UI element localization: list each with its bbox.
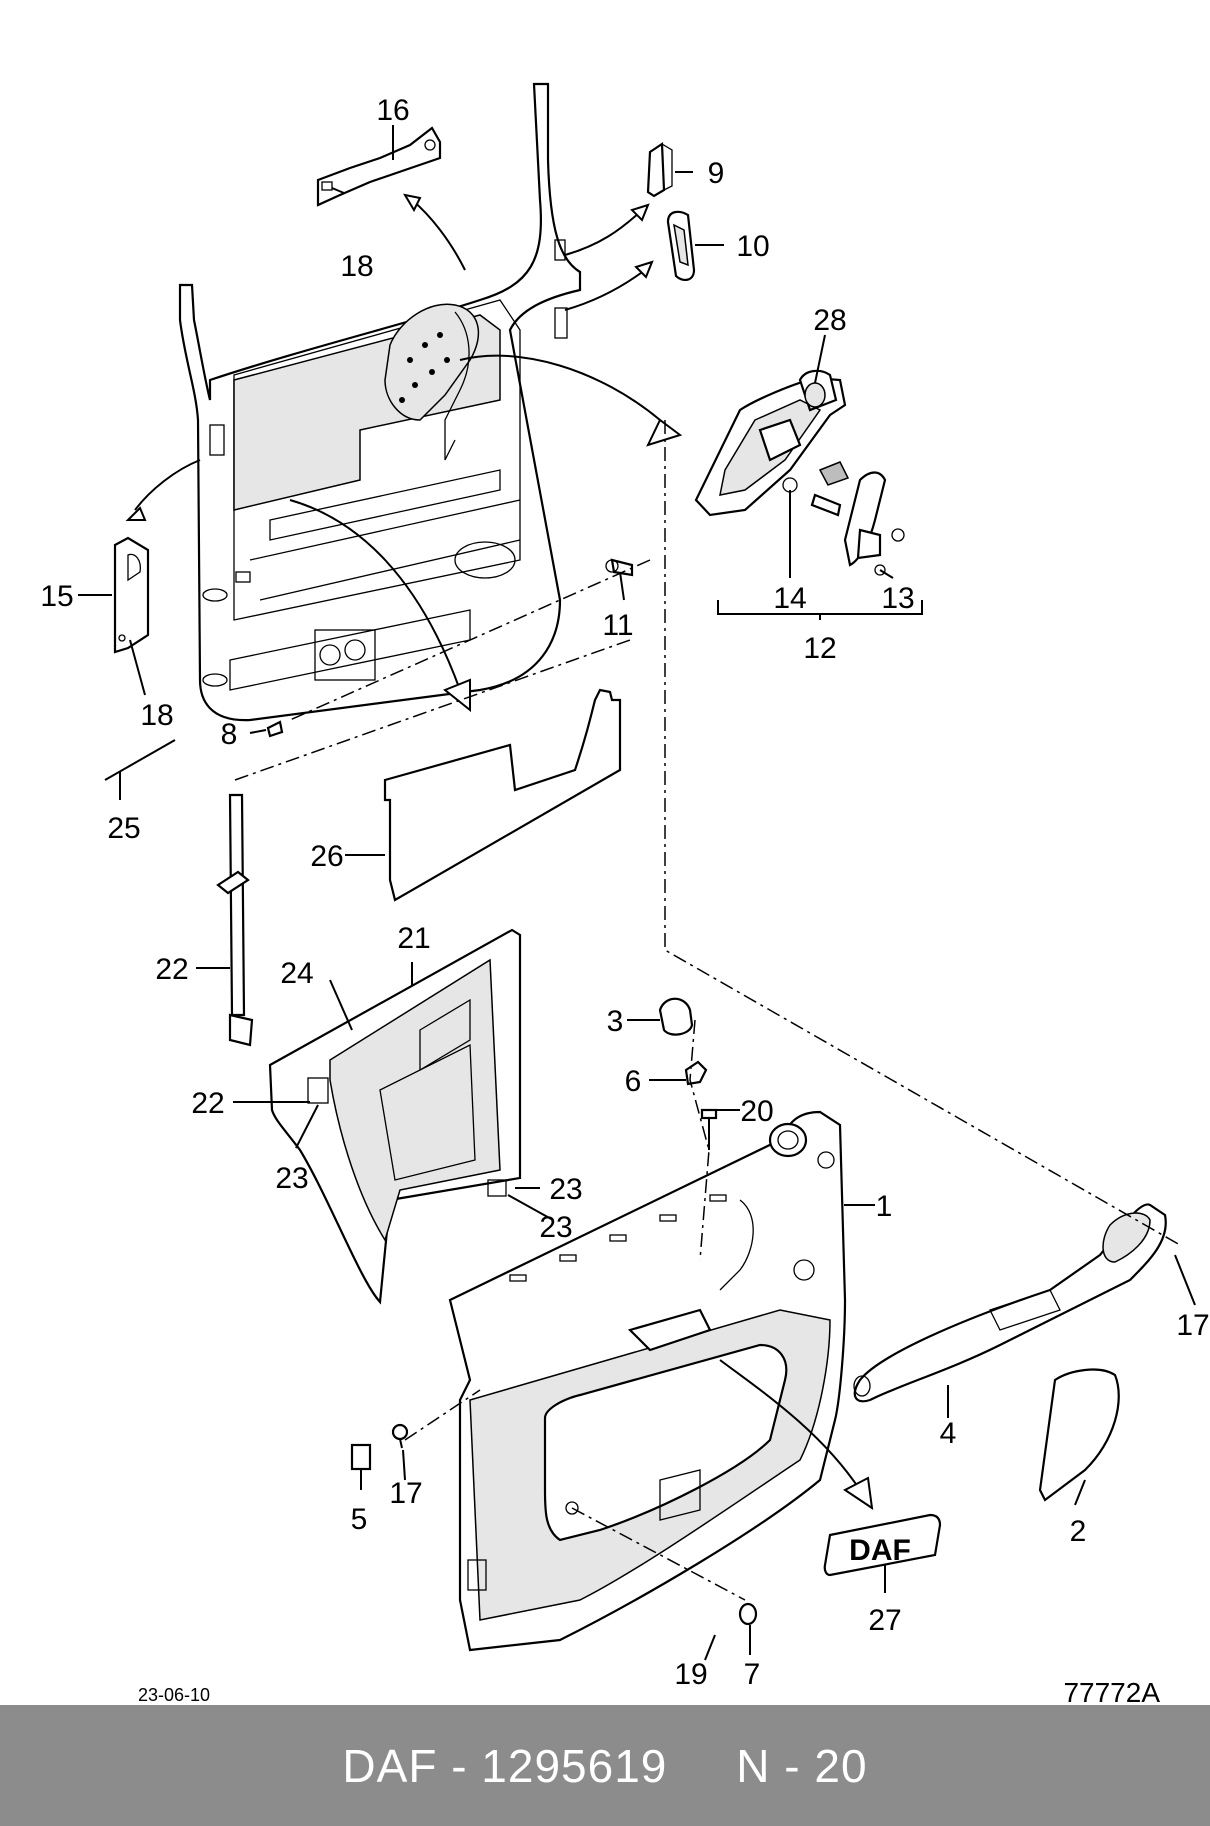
part-19-screw bbox=[700, 1108, 718, 1150]
callout-21: 22 bbox=[155, 953, 188, 986]
callout-2: 2 bbox=[1070, 1515, 1087, 1548]
logo-text: DAF bbox=[849, 1534, 911, 1567]
callout-25: 25 bbox=[107, 812, 140, 845]
part-7-cover bbox=[738, 1602, 758, 1626]
callout-8: 8 bbox=[221, 718, 238, 751]
callout-7: 7 bbox=[744, 1658, 761, 1691]
part-16-bracket bbox=[316, 126, 442, 207]
part-27-daf-logo: DAF bbox=[823, 1513, 942, 1577]
trim-slots bbox=[509, 1194, 727, 1282]
callout-17-left: 17 bbox=[389, 1477, 422, 1510]
callout-23-right: 23 bbox=[539, 1211, 572, 1244]
part-8-clip bbox=[266, 720, 284, 738]
callout-4: 4 bbox=[940, 1417, 957, 1450]
callout-24: 24 bbox=[280, 957, 313, 990]
drawing-number: 77772A bbox=[1063, 1677, 1160, 1705]
callout-5: 5 bbox=[351, 1503, 368, 1536]
door-inner-frame bbox=[178, 82, 582, 722]
part-26-insulation-sheet bbox=[383, 688, 622, 902]
part-11-pin bbox=[605, 558, 634, 577]
part-10-handle-cup bbox=[666, 210, 696, 282]
callout-11: 11 bbox=[602, 609, 633, 642]
callout-22-left: 22 bbox=[191, 1087, 224, 1120]
callout-14: 14 bbox=[773, 582, 806, 615]
callout-19: 20 bbox=[740, 1095, 773, 1128]
callout-12: 12 bbox=[803, 632, 836, 665]
callout-22-right: 23 bbox=[549, 1173, 582, 1206]
callout-labels: 16 18 9 10 28 14 13 12 15 18 11 8 25 26 … bbox=[40, 94, 1209, 1691]
part-20-trim-carrier bbox=[268, 928, 522, 1305]
callout-10: 10 bbox=[736, 230, 769, 263]
callout-26: 26 bbox=[310, 840, 343, 873]
exploded-parts-diagram: DAF bbox=[40, 82, 1210, 1705]
part-4-armrest bbox=[853, 1203, 1167, 1403]
part-1-door-trim-panel bbox=[448, 1110, 847, 1652]
part-17-clip bbox=[391, 1423, 409, 1449]
callout-18-bottom: 19 bbox=[674, 1658, 707, 1691]
callout-28: 28 bbox=[813, 304, 846, 337]
callout-18-left: 18 bbox=[140, 699, 173, 732]
callout-18-top: 18 bbox=[340, 250, 373, 283]
callout-15: 15 bbox=[40, 580, 73, 613]
assembly-arrows bbox=[125, 193, 874, 1511]
part-25-strip bbox=[104, 739, 176, 781]
callout-6: 6 bbox=[625, 1065, 642, 1098]
callout-9: 9 bbox=[708, 157, 725, 190]
part-5-cap bbox=[350, 1443, 372, 1471]
part-9-cap bbox=[646, 142, 673, 198]
part-21-rail bbox=[216, 793, 254, 1047]
callout-1: 1 bbox=[876, 1190, 893, 1223]
callout-leaders bbox=[78, 125, 1196, 1661]
part-2-trim-piece bbox=[1038, 1368, 1120, 1502]
dash-leader-lines bbox=[234, 420, 1181, 1601]
callout-27: 27 bbox=[868, 1604, 901, 1637]
part-15-bracket bbox=[113, 536, 150, 654]
part-12-lock-assembly bbox=[694, 369, 905, 576]
footer-bar: DAF - 1295619 N - 20 bbox=[0, 1705, 1210, 1826]
callout-17-right: 17 bbox=[1176, 1309, 1209, 1342]
callout-13: 13 bbox=[881, 582, 914, 615]
part-number-caption: DAF - 1295619 N - 20 bbox=[342, 1739, 868, 1792]
part-3-cap bbox=[658, 997, 694, 1036]
date-code: 23-06-10 bbox=[138, 1685, 210, 1705]
callout-3: 3 bbox=[607, 1005, 624, 1038]
part-6-clip bbox=[684, 1060, 708, 1086]
callout-16: 16 bbox=[376, 94, 409, 127]
callout-23-left: 23 bbox=[275, 1162, 308, 1195]
callout-20: 21 bbox=[397, 922, 430, 955]
